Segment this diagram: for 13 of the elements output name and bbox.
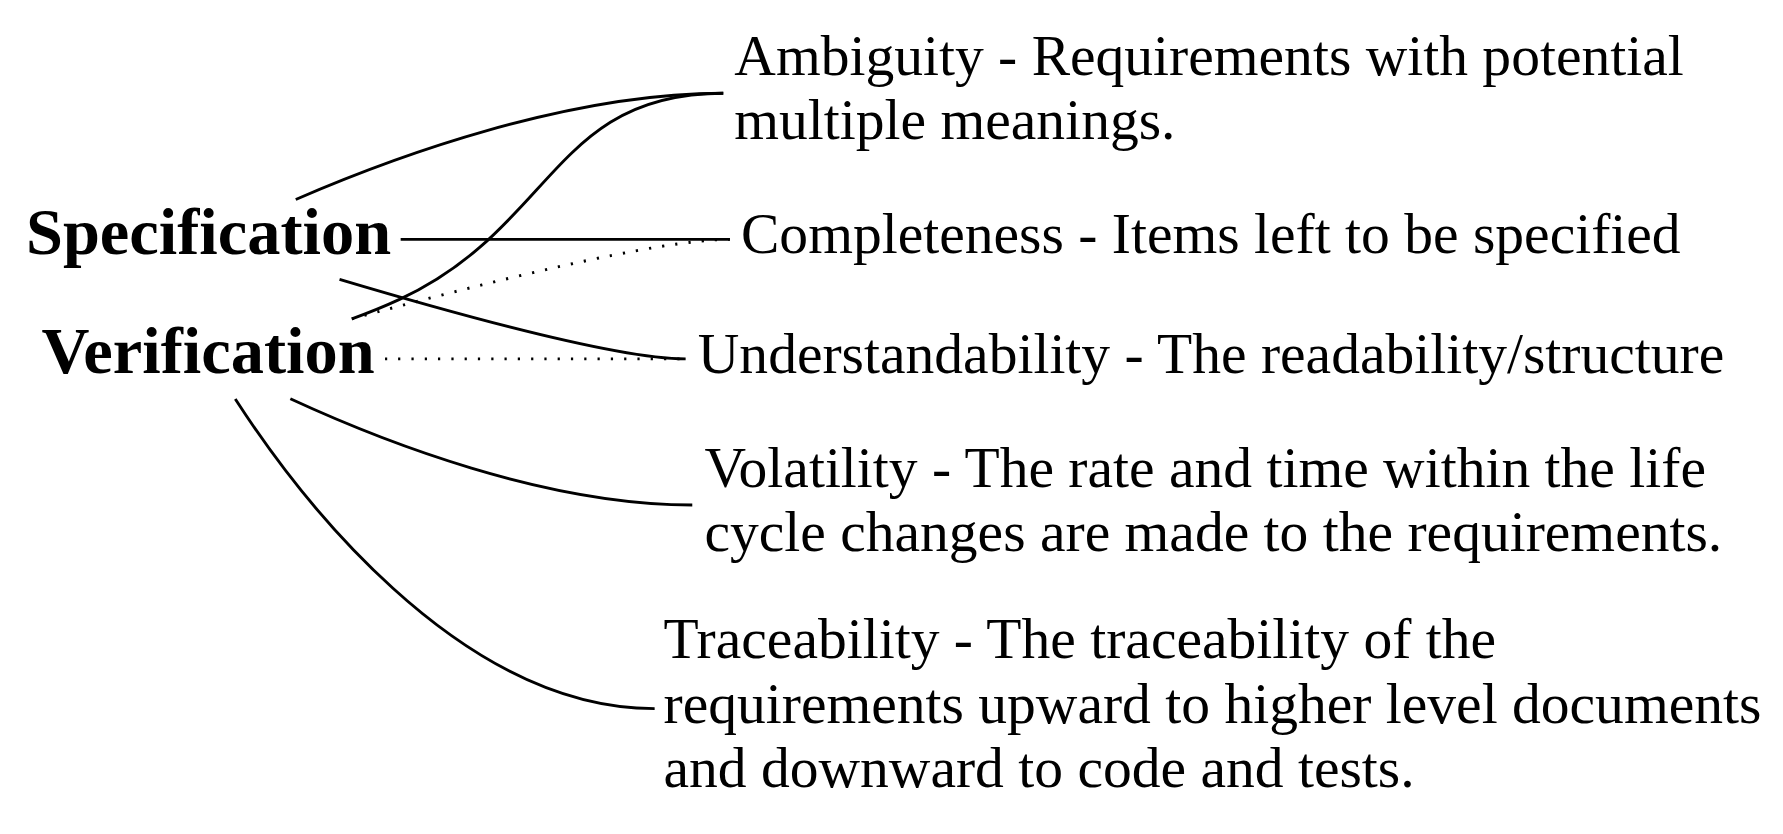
node-text: Specification bbox=[25, 194, 392, 268]
node-text: Understandability - The readability/structure bbox=[697, 321, 1725, 385]
node-text: Ambiguity - Requirements with potential multiple meanings. bbox=[734, 24, 1684, 152]
connector bbox=[351, 237, 730, 321]
connector bbox=[289, 397, 693, 507]
node-text: Volatility - The rate and time within the life cycle changes are made to the requirements. bbox=[704, 435, 1723, 564]
node-text: Traceability - The traceability of the requirements upward to higher level documents and downward to code and tests. bbox=[663, 607, 1762, 799]
node-text: Verification bbox=[41, 314, 375, 388]
connector bbox=[339, 277, 686, 361]
node-text: Completeness - Items left to be specified bbox=[740, 202, 1681, 266]
connector bbox=[351, 91, 724, 321]
connector bbox=[234, 398, 655, 711]
connector bbox=[400, 237, 730, 241]
